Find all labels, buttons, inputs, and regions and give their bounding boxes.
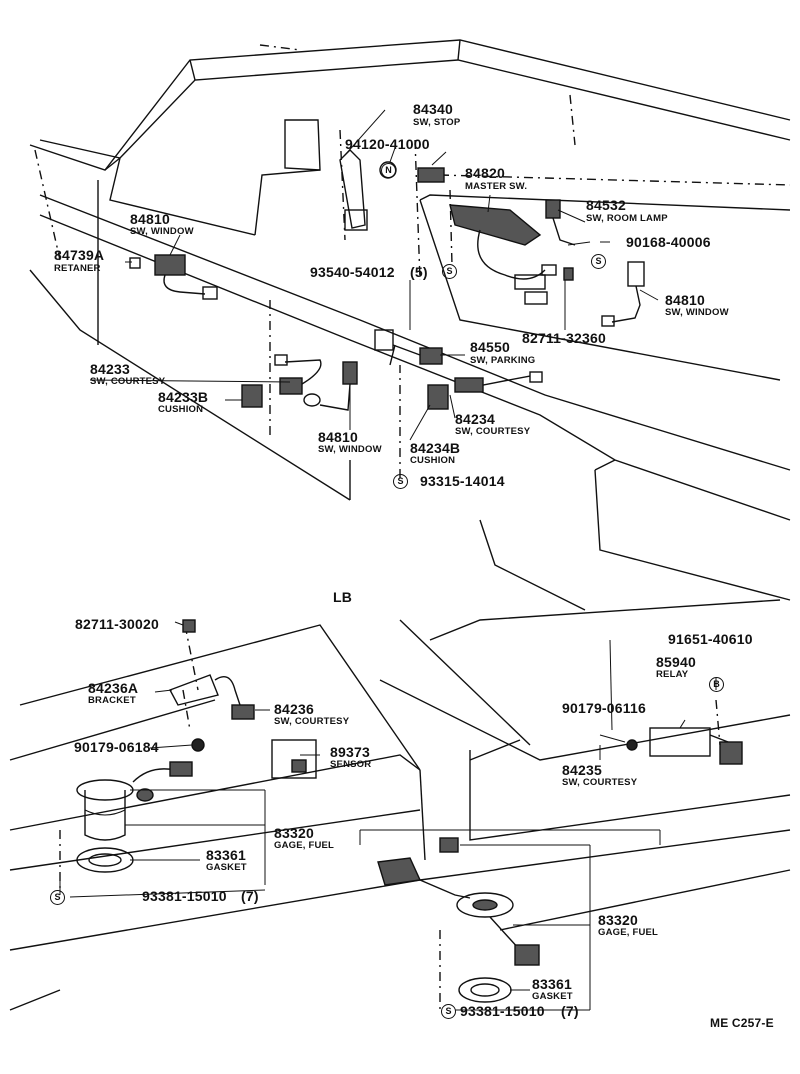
part-label-82711-32360: 82711-32360 [522,330,606,346]
part-label-91651-40610: 91651-40610 [668,631,753,647]
part-label-94120-41000: 94120-41000 [345,136,430,152]
part-label-90168-40006: 90168-40006 [626,234,711,250]
window-switch-right [601,261,645,327]
part-label-90179-06116: 90179-06116 [562,700,646,716]
room-lamp-switch [545,199,576,281]
lower-leader-lines [59,621,717,1011]
master-switch-assembly [449,204,557,305]
bolt-symbol-icon: B [709,677,724,692]
fuel-gage-right [377,837,540,1003]
fuel-gage-left [76,761,193,873]
upper-leader-lines [89,109,659,478]
lower-body-outline [9,599,791,1011]
screw-symbol-icon: S [442,264,457,279]
part-label-90179-06184: 90179-06184 [74,739,159,755]
screw-symbol-icon: S [50,890,65,905]
screw-symbol-icon: S [591,254,606,269]
nut-symbol-icon: N [381,163,396,178]
parking-switch-assembly [374,329,443,366]
courtesy-switch-right [427,371,543,410]
screw-symbol-icon: S [393,474,408,489]
figure-code: ME C257-E [710,1016,774,1030]
stop-switch-assembly [339,149,445,231]
sensor-box [271,739,317,779]
courtesy-switch-bracket [169,619,255,752]
screw-symbol-icon: S [441,1004,456,1019]
part-label-82711-30020: 82711-30020 [75,616,159,632]
window-switch-left [129,254,218,300]
upper-body-outline [29,39,791,611]
courtesy-switch-left [241,354,322,408]
section-label: LB [333,589,353,605]
window-switch-center [303,361,358,411]
